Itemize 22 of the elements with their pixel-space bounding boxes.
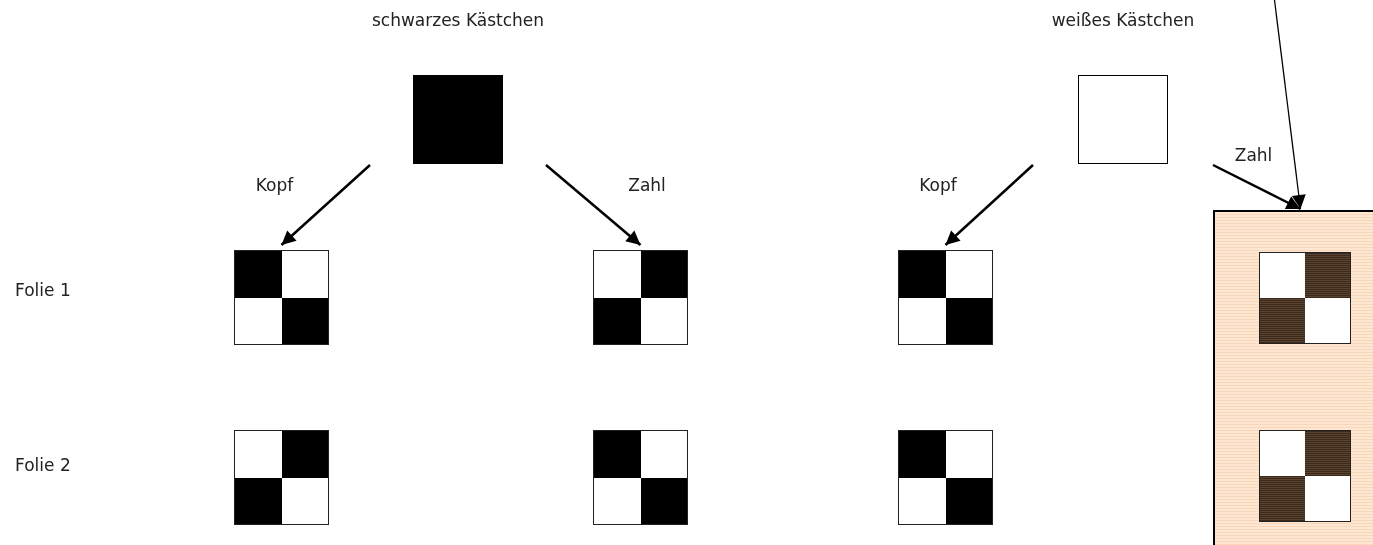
row-label: Folie 1 [15, 280, 71, 300]
arrow [1273, 0, 1306, 210]
heading: weißes Kästchen [1050, 10, 1196, 30]
checker-pattern [898, 250, 993, 345]
highlight-panel [1213, 210, 1373, 545]
checker-pattern [593, 430, 688, 525]
arrow [1212, 163, 1302, 211]
arrow [944, 164, 1034, 246]
checker-pattern [234, 430, 329, 525]
checker-pattern [1259, 252, 1351, 344]
checker-pattern [593, 250, 688, 345]
arrow [280, 164, 371, 246]
checker-pattern [898, 430, 993, 525]
heading: schwarzes Kästchen [370, 10, 546, 30]
edge-label: Kopf [919, 175, 957, 195]
arrow [545, 164, 642, 246]
edge-label: Zahl [628, 175, 666, 195]
checker-pattern [1259, 430, 1351, 522]
edge-label: Zahl [1234, 145, 1273, 165]
checker-pattern [234, 250, 329, 345]
row-label: Folie 2 [15, 455, 71, 475]
edge-label: Kopf [255, 175, 294, 195]
